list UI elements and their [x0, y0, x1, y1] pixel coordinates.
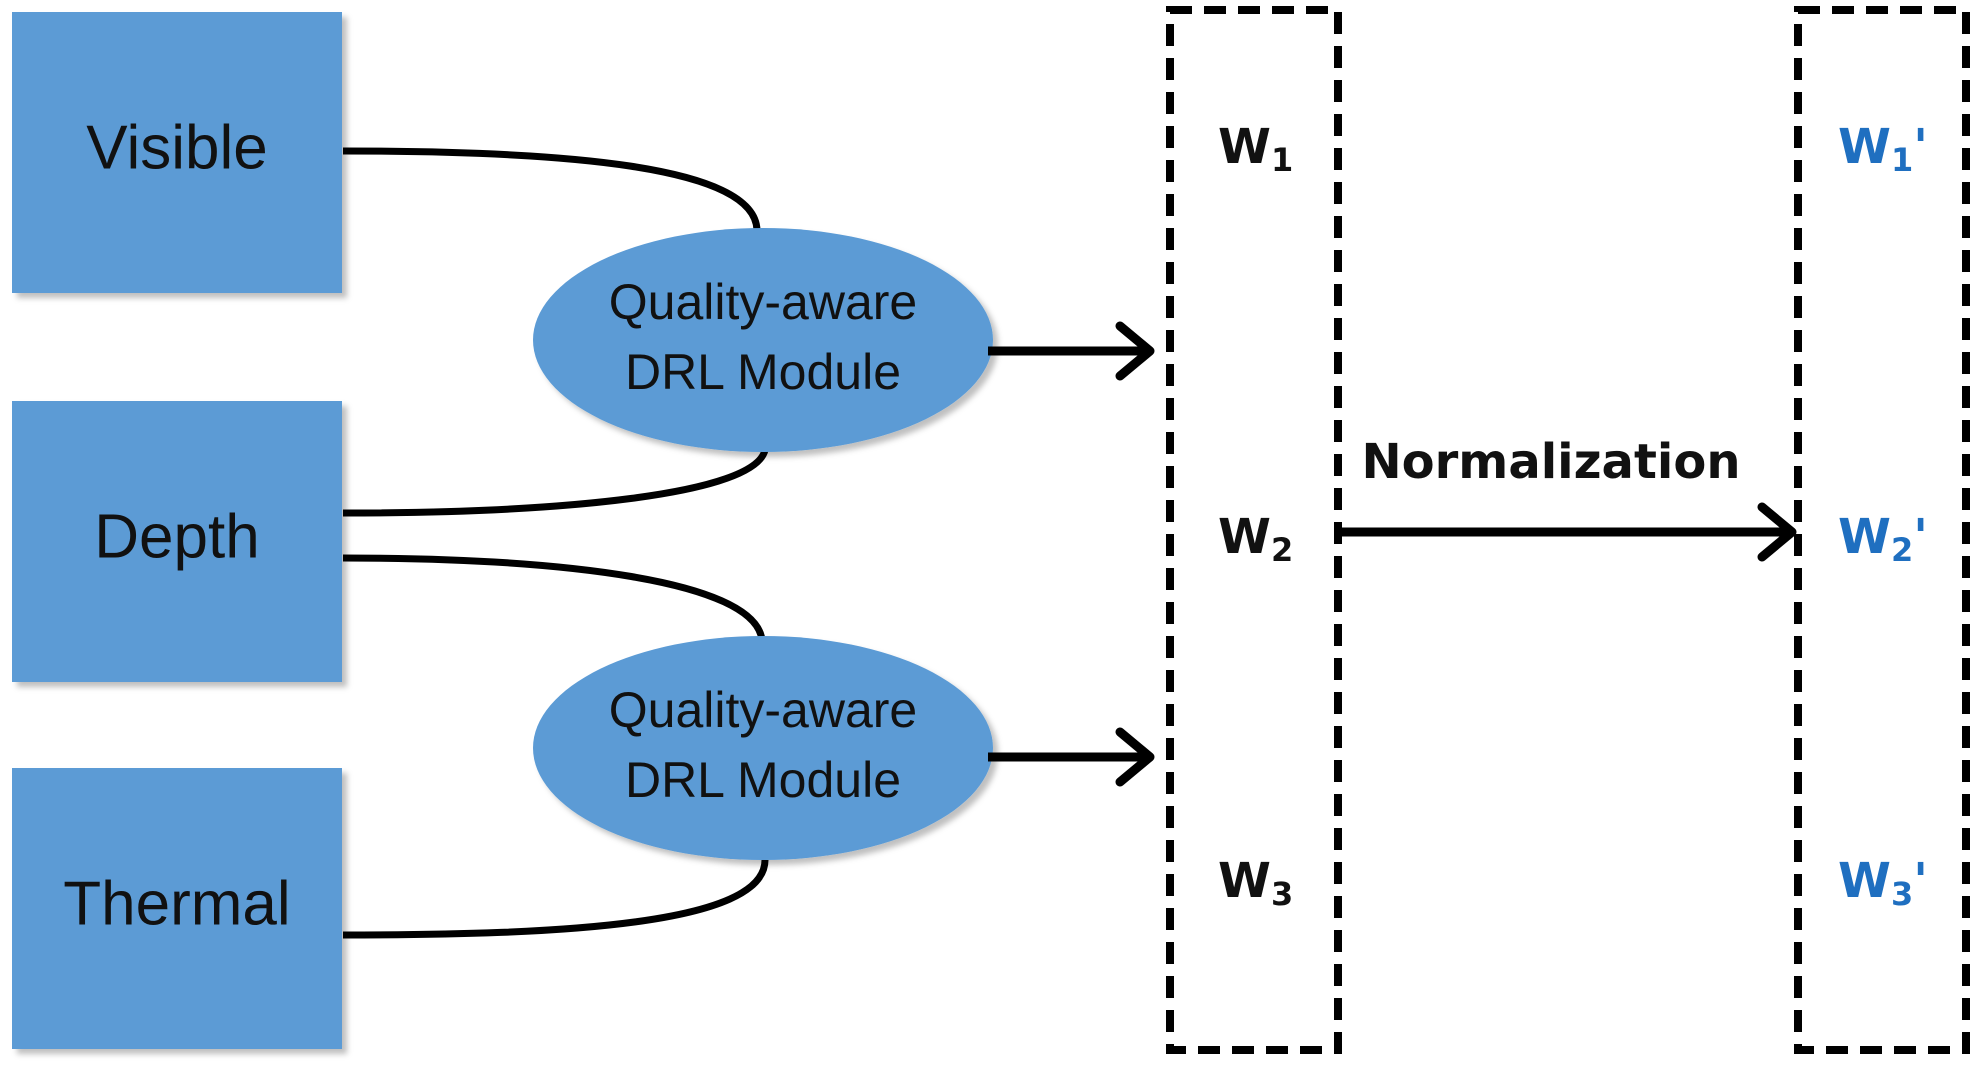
normalized-weight-w3-base: W: [1838, 853, 1891, 909]
weight-w2-base: W: [1218, 509, 1271, 565]
normalized-weight-w1-sub: 1: [1891, 141, 1913, 179]
weight-w3-sub: 3: [1271, 875, 1293, 913]
connector-depth-to-module-top: [342, 448, 769, 517]
weight-w1-base: W: [1218, 119, 1271, 175]
normalized-weight-w1-base: W: [1838, 119, 1891, 175]
arrow-normalization: [1338, 502, 1797, 562]
module-bottom: Quality-aware DRL Module: [533, 636, 993, 860]
weight-w3-base: W: [1218, 853, 1271, 909]
normalized-weight-w1: W1': [1838, 119, 1928, 179]
normalized-weight-w3: W3': [1838, 853, 1928, 913]
normalized-weight-w2-base: W: [1838, 509, 1891, 565]
weight-w1-sub: 1: [1271, 141, 1293, 179]
normalized-weight-w3-prime: ': [1913, 853, 1928, 909]
depth-box: Depth: [12, 401, 342, 682]
visible-box-bg: [12, 12, 342, 293]
module-top-line2: DRL Module: [625, 344, 901, 400]
module-top-ellipse: [533, 228, 993, 452]
normalized-weights-column: [1794, 6, 1970, 1054]
thermal-box: Thermal: [12, 768, 342, 1049]
module-bottom-line2: DRL Module: [625, 752, 901, 808]
weight-w3: W3: [1218, 853, 1293, 913]
thermal-box-bg: [12, 768, 342, 1049]
module-bottom-line1: Quality-aware: [609, 682, 917, 738]
weight-w1: W1: [1218, 119, 1293, 179]
normalized-weight-w2: W2': [1838, 509, 1928, 569]
normalized-weight-w3-sub: 3: [1891, 875, 1913, 913]
connector-depth-to-module-bottom: [342, 554, 766, 641]
normalization-label: Normalization: [1361, 434, 1740, 490]
normalized-weight-w2-sub: 2: [1891, 531, 1913, 569]
weight-w2: W2: [1218, 509, 1293, 569]
module-top-line1: Quality-aware: [609, 274, 917, 330]
depth-box-bg: [12, 401, 342, 682]
arrow-module-bottom-to-weights: [988, 727, 1155, 787]
connector-thermal-to-module-bottom: [342, 859, 769, 939]
visible-box: Visible: [12, 12, 342, 293]
normalized-weight-w1-prime: ': [1913, 119, 1928, 175]
visible-label: Visible: [86, 113, 268, 182]
depth-label: Depth: [94, 502, 259, 571]
connector-visible-to-module-top: [342, 147, 761, 231]
thermal-label: Thermal: [63, 869, 290, 938]
module-bottom-ellipse: [533, 636, 993, 860]
arrow-module-top-to-weights: [988, 321, 1155, 381]
weight-w2-sub: 2: [1271, 531, 1293, 569]
module-top: Quality-aware DRL Module: [533, 228, 993, 452]
normalized-weight-w2-prime: ': [1913, 509, 1928, 565]
